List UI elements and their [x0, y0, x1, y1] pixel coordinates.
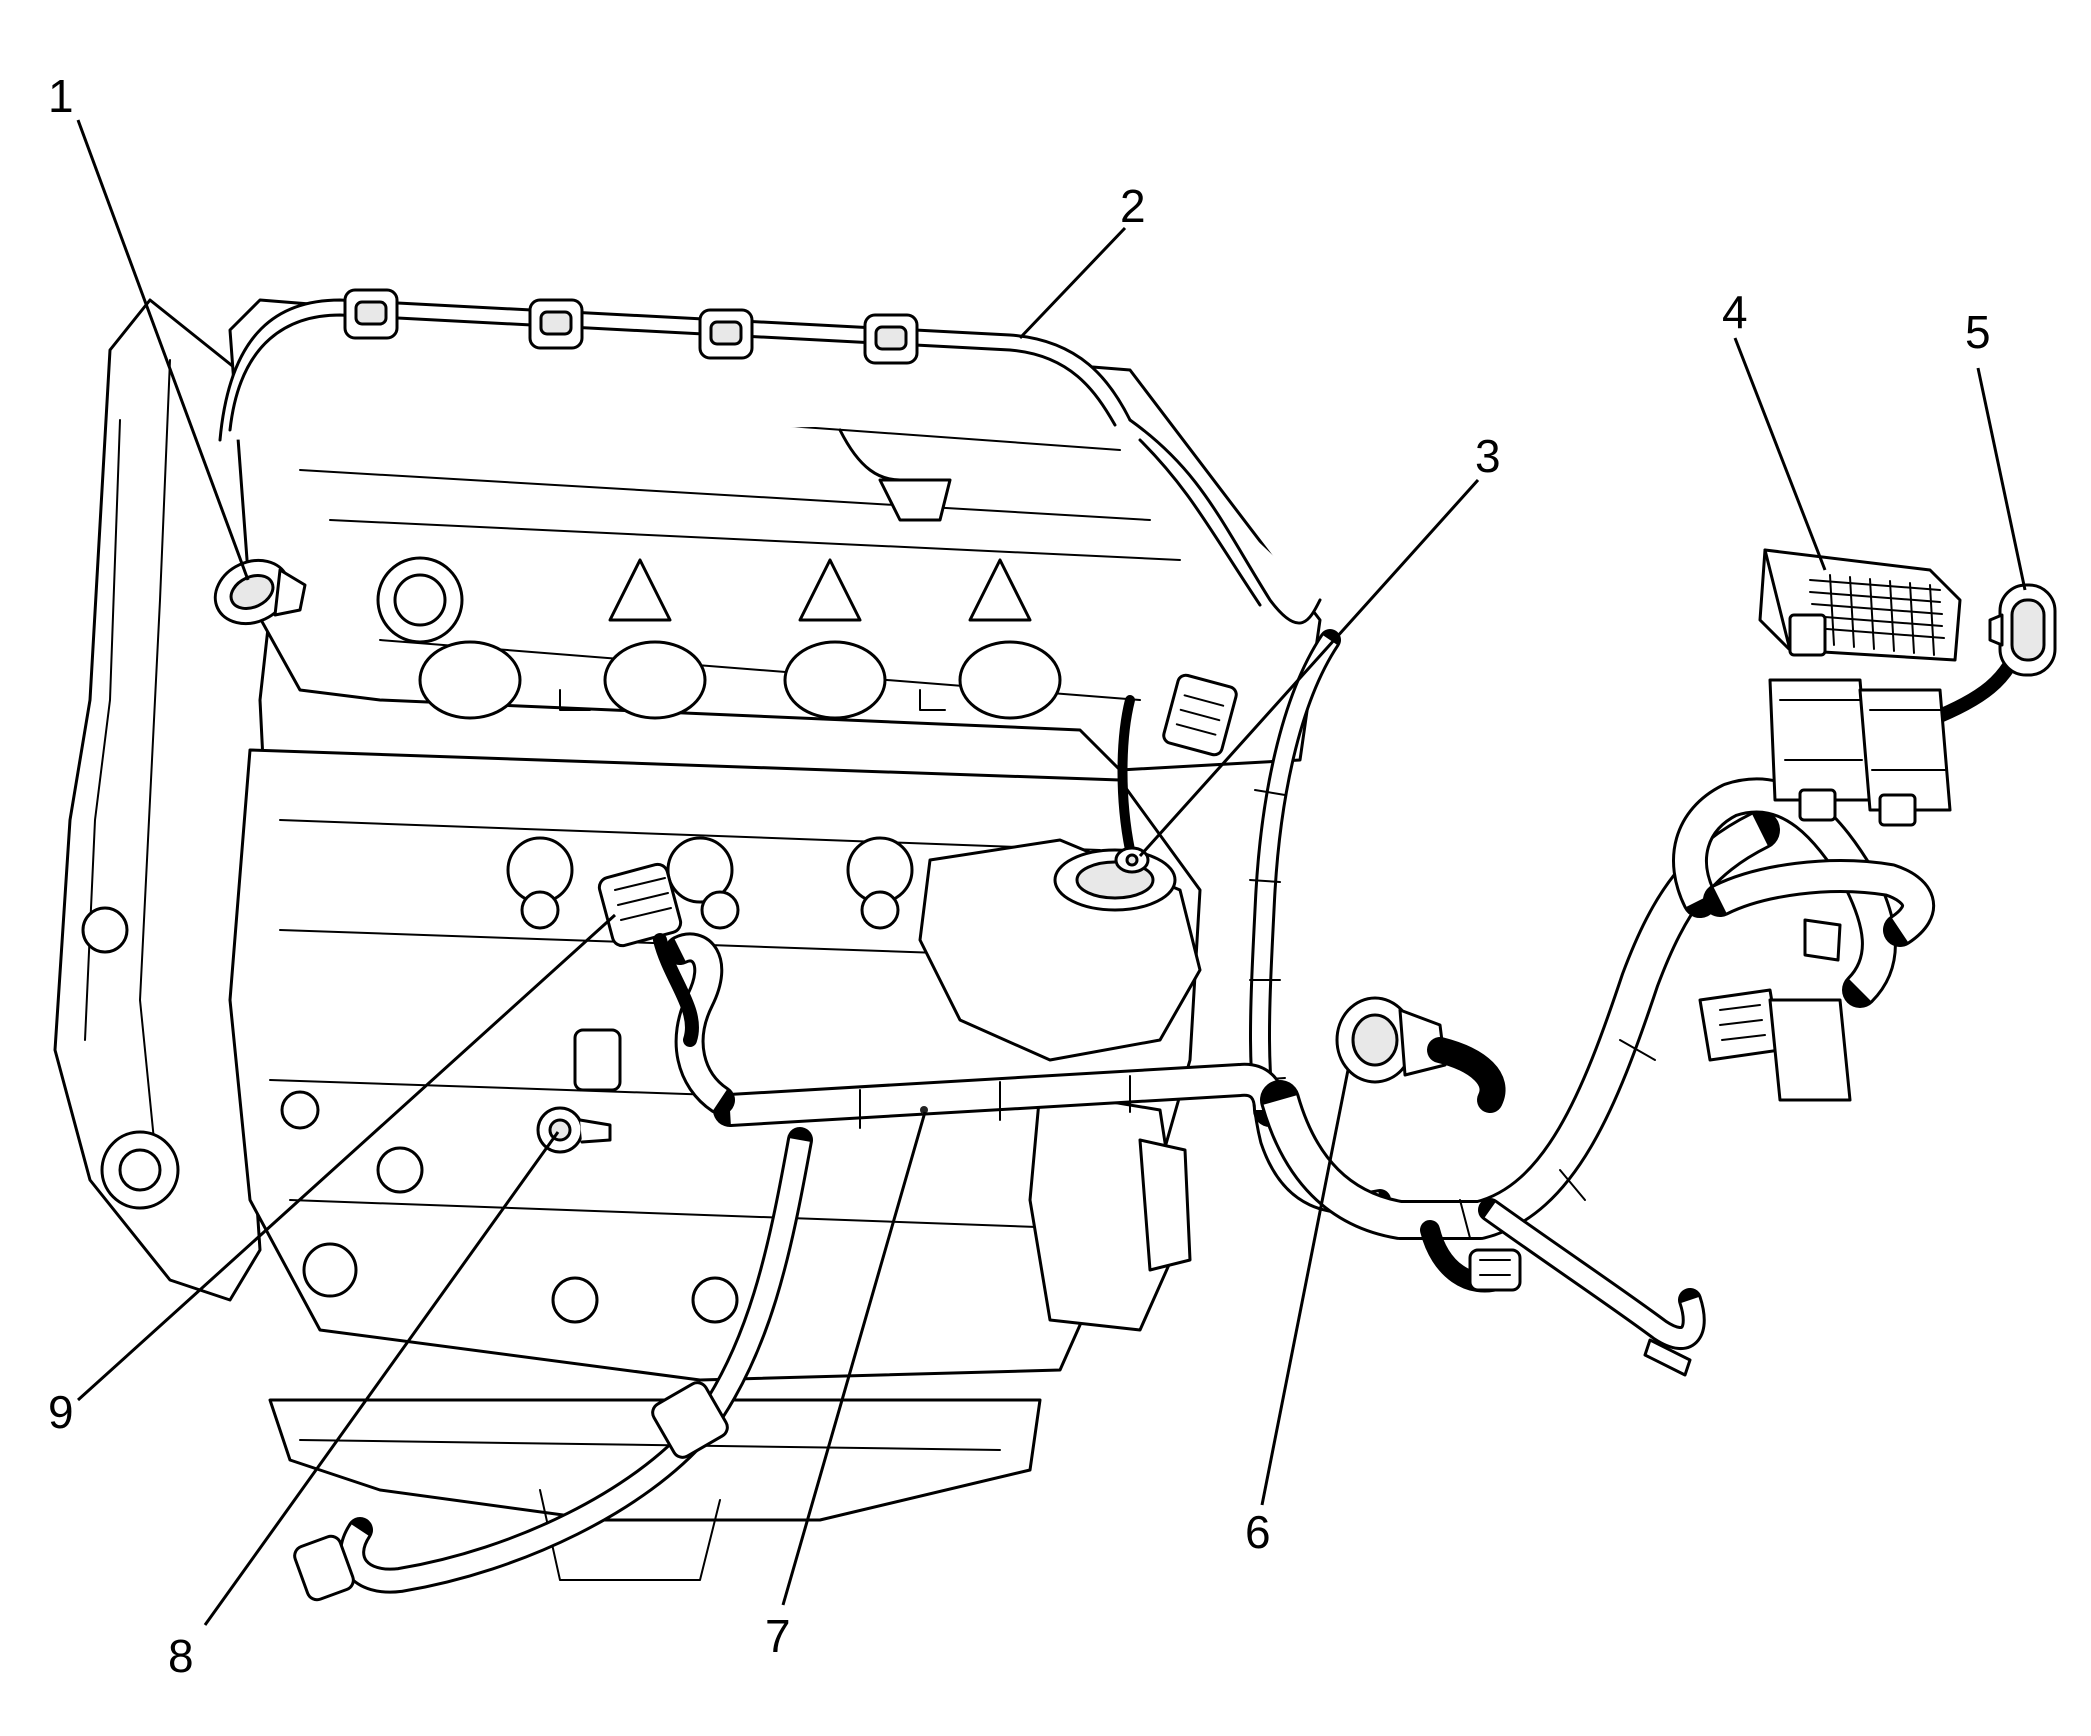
leader-7 [781, 1111, 927, 1606]
callout-4: 4 [1722, 286, 1748, 338]
leader-lines [76, 119, 2027, 1626]
leader-2 [1018, 226, 1127, 340]
callout-8: 8 [168, 1630, 194, 1682]
connector-4-pin-grid [1809, 574, 1945, 656]
leader-1 [76, 119, 250, 581]
leader-6 [1260, 1069, 1350, 1506]
sensor-connector-1 [213, 558, 307, 626]
leader-5 [1976, 367, 2027, 591]
leader-3 [1138, 478, 1480, 858]
callout-labels: 1 2 3 4 5 6 7 8 9 [48, 70, 1991, 1682]
knock-sensor-8 [536, 1106, 612, 1154]
callout-1: 1 [48, 70, 74, 122]
connector-5 [1988, 583, 2057, 677]
callout-6: 6 [1245, 1506, 1271, 1558]
fuel-injector-harness [218, 288, 1322, 757]
leader-9 [76, 913, 617, 1402]
engine-assembly [53, 298, 1322, 1581]
leader-8 [203, 1131, 560, 1626]
intake-ports [418, 640, 1062, 720]
connector-4 [1758, 548, 1962, 827]
connector-9 [597, 862, 699, 1047]
callout-2: 2 [1120, 180, 1146, 232]
leader-4 [1733, 337, 1827, 571]
main-harness-trunk [1249, 629, 1391, 1215]
callout-7: 7 [765, 1610, 791, 1662]
injector-connectors [343, 288, 919, 365]
callout-3: 3 [1475, 430, 1501, 482]
connector-6 [1335, 996, 1506, 1113]
ground-eyelet-3 [1114, 695, 1150, 874]
callout-5: 5 [1965, 306, 1991, 358]
callout-9: 9 [48, 1386, 74, 1438]
